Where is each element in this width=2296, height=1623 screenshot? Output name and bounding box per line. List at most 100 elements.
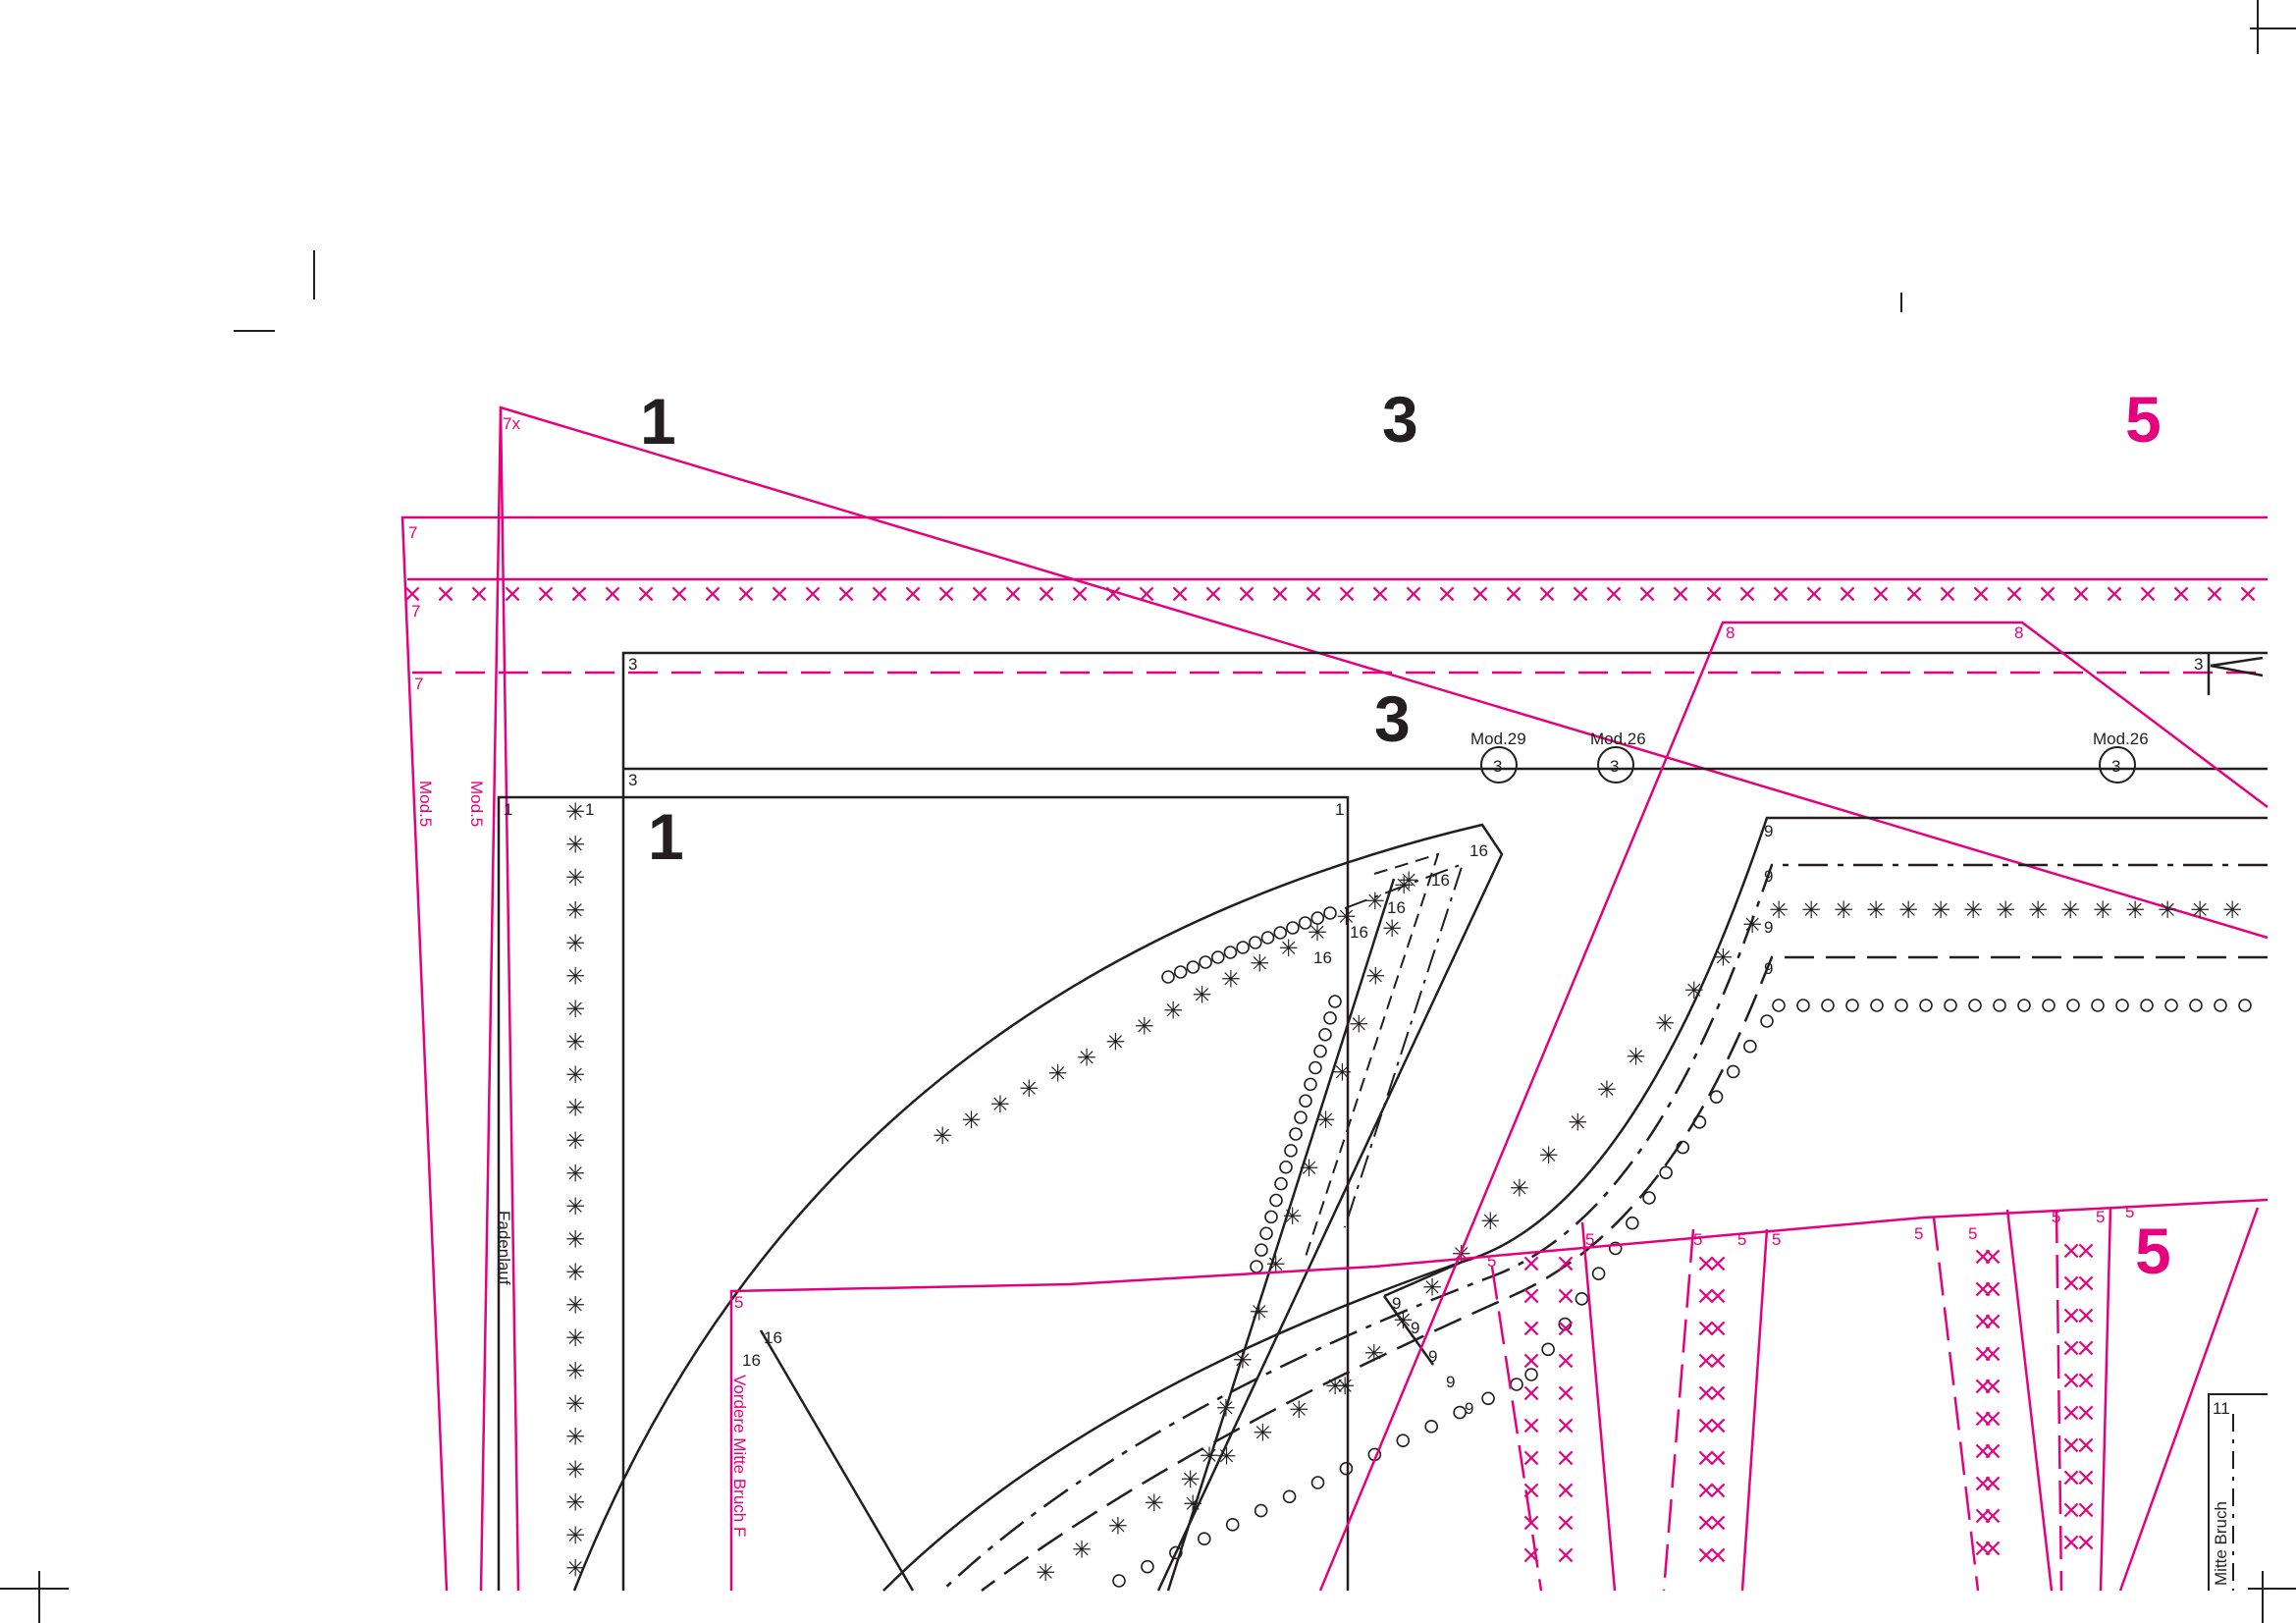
x-mark: × (2060, 1333, 2082, 1363)
circle-mark (1659, 1165, 1673, 1180)
x-mark: × (1707, 1476, 1729, 1505)
size-label-9-e: 9 (1392, 1294, 1401, 1313)
circle-mark (1304, 1077, 1317, 1092)
circle-mark (1558, 1317, 1573, 1331)
x-mark: × (1555, 1281, 1576, 1311)
star-mark: ✳ (1626, 1043, 1645, 1070)
star-mark: ✳ (1299, 1155, 1318, 1182)
star-mark: ✳ (1216, 1394, 1236, 1422)
star-mark: ✳ (2093, 896, 2112, 924)
size-label-11: 11 (2213, 1399, 2230, 1418)
piece-1-outline (497, 795, 1350, 1591)
x-mark: × (1695, 1541, 1717, 1570)
x-mark: × (1670, 579, 1691, 609)
star-mark: ✳ (1325, 1373, 1345, 1400)
circle-mark (1289, 1127, 1303, 1141)
piece-number-1: 1 (648, 800, 684, 873)
x-mark: × (2060, 1495, 2082, 1525)
circle-mark (1299, 1094, 1312, 1109)
x-mark: × (535, 579, 557, 609)
circle-mark (1524, 1368, 1538, 1381)
x-mark: × (935, 579, 957, 609)
size-label-5-c: 5 (1585, 1230, 1594, 1249)
star-mark: ✳ (1216, 1442, 1236, 1470)
x-mark: × (2037, 579, 2058, 609)
star-mark: ✳ (1394, 872, 1414, 899)
circle-mark (1608, 1241, 1623, 1256)
star-mark: ✳ (1365, 963, 1385, 991)
size-label-3-c: 3 (2194, 655, 2203, 674)
x-mark: × (1982, 1436, 2003, 1466)
mod-badge-29: Mod.29 3 (1470, 730, 1526, 784)
star-mark: ✳ (1365, 888, 1385, 915)
size-label-5-j: 5 (2096, 1208, 2105, 1226)
x-mark: × (1982, 1372, 2003, 1401)
x-mark: × (2070, 579, 2092, 609)
leaf-circle-marks (1161, 906, 1342, 1273)
size-label-7x: 7x (503, 414, 520, 433)
x-mark: × (1521, 1249, 1542, 1278)
x-mark: × (635, 579, 657, 609)
circle-mark (2140, 999, 2154, 1012)
x-mark: × (1555, 1346, 1576, 1376)
x-mark: × (1695, 1411, 1717, 1440)
size-label-16-b: 16 (1431, 871, 1450, 890)
star-mark: ✳ (1963, 896, 1983, 924)
size-label-9-a: 9 (1764, 822, 1773, 840)
star-mark: ✳ (2060, 896, 2080, 924)
x-mark: × (1707, 1508, 1729, 1538)
x-mark: × (969, 579, 990, 609)
star-mark: ✳ (1036, 1559, 1055, 1587)
x-mark-row: ××××××××××××××××××××××××××××××××××××××××… (401, 579, 2259, 609)
x-mark: × (1695, 1249, 1717, 1278)
x-mark: × (1555, 1508, 1576, 1538)
x-mark: × (1521, 1541, 1542, 1570)
circle-mark (1169, 1545, 1183, 1560)
mod-badge-26-a: Mod.26 3 (1590, 730, 1646, 784)
star-mark: ✳ (1801, 896, 1821, 924)
circle-mark (1310, 911, 1325, 925)
x-mark: × (1503, 579, 1524, 609)
circle-mark (1642, 1191, 1656, 1205)
circle-mark (2115, 999, 2129, 1012)
x-mark: × (1972, 1436, 1994, 1466)
x-mark: × (1521, 1508, 1542, 1538)
star-mark: ✳ (1289, 1396, 1308, 1424)
x-mark: × (1169, 579, 1191, 609)
circle-mark (2238, 999, 2252, 1012)
x-mark: × (1521, 1476, 1542, 1505)
x-mark: × (1803, 579, 1825, 609)
size-label-5-f: 5 (1772, 1230, 1781, 1249)
size-label-3-a: 3 (628, 655, 637, 674)
fadenlauf-label: Fadenlauf (495, 1211, 513, 1285)
size-label-16-a: 16 (1469, 841, 1488, 860)
star-mark: ✳ (1538, 1142, 1558, 1169)
x-mark: × (401, 579, 423, 609)
star-mark: ✳ (1713, 945, 1733, 972)
star-mark: ✳ (565, 1259, 585, 1286)
x-mark: × (2003, 579, 2025, 609)
x-mark: × (1236, 579, 1257, 609)
x-mark: × (1636, 579, 1658, 609)
x-mark: × (2204, 579, 2225, 609)
circle-mark (1328, 995, 1342, 1008)
circle-mark (1591, 1267, 1606, 1280)
circle-mark (1286, 921, 1300, 935)
star-mark: ✳ (1510, 1175, 1529, 1203)
star-mark: ✳ (1108, 1513, 1128, 1541)
mitte-bruch-label: Mitte Bruch (2212, 1501, 2230, 1586)
x-mark: × (1303, 579, 1324, 609)
size-label-9-c: 9 (1764, 918, 1773, 937)
piece-number-5: 5 (2135, 1215, 2171, 1287)
star-mark: ✳ (565, 996, 585, 1023)
x-mark: × (602, 579, 623, 609)
circle-mark (1141, 1559, 1154, 1574)
circle-mark (1236, 941, 1250, 954)
circle-mark (1323, 1011, 1337, 1025)
mod-badge-num: 3 (2111, 757, 2120, 776)
star-mark: ✳ (565, 1292, 585, 1320)
piece-9-outline (882, 816, 2268, 1593)
x-mark: × (2060, 1366, 2082, 1395)
star-mark: ✳ (1866, 896, 1886, 924)
x-mark: × (2104, 579, 2125, 609)
